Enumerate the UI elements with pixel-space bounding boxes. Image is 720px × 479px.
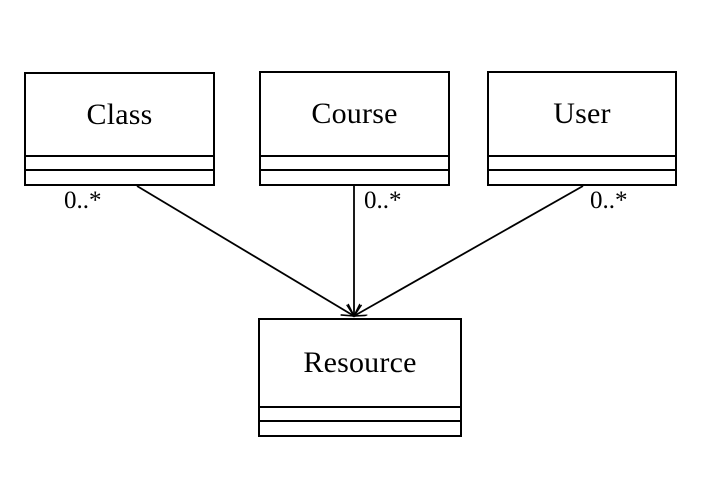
class-attributes-compartment <box>489 157 675 171</box>
class-title: User <box>553 97 611 130</box>
class-name-compartment: Resource <box>260 320 460 408</box>
multiplicity-label-course: 0..* <box>364 187 402 214</box>
class-title: Resource <box>303 346 417 379</box>
class-attributes-compartment <box>26 157 213 171</box>
class-operations-compartment <box>26 171 213 184</box>
uml-class-box-course[interactable]: Course <box>259 71 450 186</box>
class-attributes-compartment <box>260 408 460 422</box>
class-operations-compartment <box>489 171 675 184</box>
uml-class-box-resource[interactable]: Resource <box>258 318 462 437</box>
class-name-compartment: Class <box>26 74 213 157</box>
class-name-compartment: User <box>489 73 675 157</box>
class-attributes-compartment <box>261 157 448 171</box>
class-title: Class <box>86 97 153 131</box>
class-operations-compartment <box>260 422 460 435</box>
uml-class-box-class[interactable]: Class <box>24 72 215 186</box>
class-name-compartment: Course <box>261 73 448 157</box>
class-operations-compartment <box>261 171 448 184</box>
uml-class-box-user[interactable]: User <box>487 71 677 186</box>
association-line-class-to-resource[interactable] <box>136 185 354 316</box>
multiplicity-label-user: 0..* <box>590 187 628 214</box>
class-title: Course <box>311 97 398 130</box>
multiplicity-label-class: 0..* <box>64 187 102 214</box>
